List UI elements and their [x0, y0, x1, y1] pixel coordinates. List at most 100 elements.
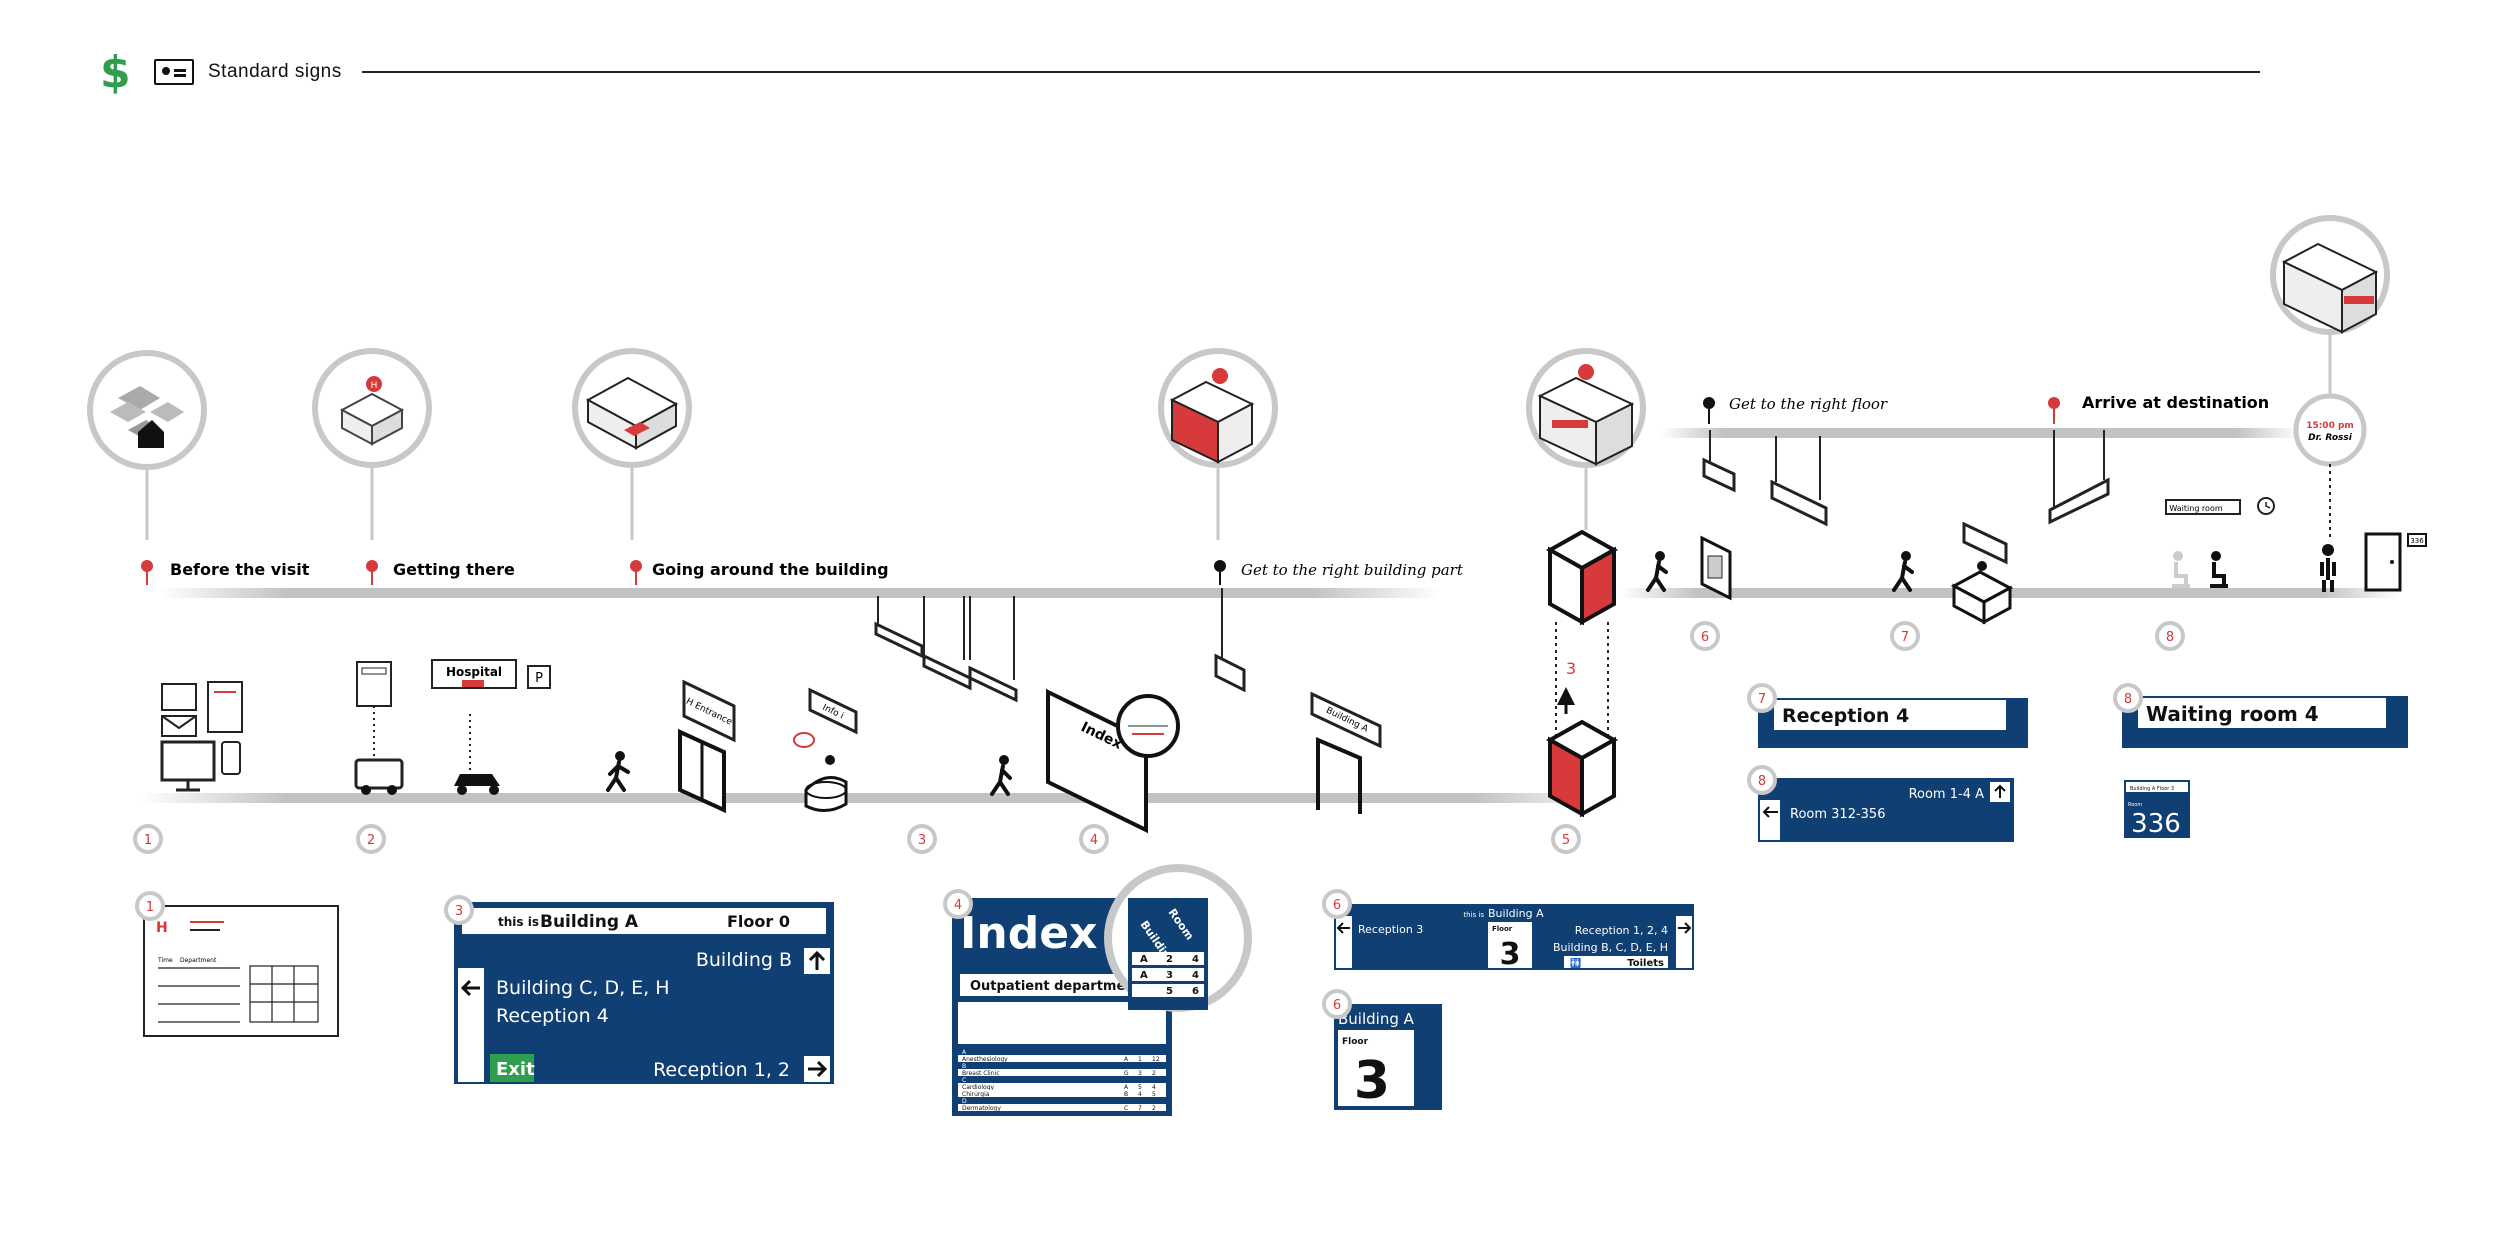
svg-text:8: 8: [2166, 630, 2174, 645]
sign-6b-floor-num: 3: [1354, 1051, 1390, 1111]
svg-text:7: 7: [1901, 630, 1909, 645]
step-before: Before the visit: [141, 560, 310, 585]
index-small-row: C: [958, 1076, 1166, 1084]
index-illustration: Index: [1046, 688, 1180, 834]
svg-text:3: 3: [1138, 1070, 1142, 1077]
page-header: $ Standard signs: [100, 47, 2260, 98]
sign-1-letter: H Time Department: [143, 905, 339, 1037]
hospital-sign-text: Hospital: [446, 665, 502, 679]
sign-1-col-time: Time: [157, 957, 173, 964]
sign-badge-4: 4: [943, 889, 973, 919]
sign-8b-text: Waiting room 4: [2146, 702, 2319, 726]
svg-text:2: 2: [367, 833, 375, 848]
svg-text:Anesthesiology: Anesthesiology: [962, 1056, 1008, 1063]
elevator-illustration: 3: [1545, 529, 1619, 818]
index-small-row: A: [958, 1048, 1166, 1056]
circle-getting: H: [312, 348, 432, 540]
svg-text:D: D: [962, 1098, 967, 1105]
svg-text:4: 4: [1152, 1084, 1156, 1091]
sign-icon: [154, 59, 194, 85]
svg-text:4: 4: [1192, 954, 1199, 965]
svg-text:A: A: [1124, 1084, 1129, 1091]
waiting-illustration: Waiting room 15:00 pm Dr. Rossi 336: [2048, 421, 2427, 592]
step-floor: Get to the right floor: [1703, 395, 1888, 424]
sign-8a-rooms: Room 1-4 A Room 312-356: [1758, 778, 2014, 842]
svg-text:Dermatology: Dermatology: [962, 1105, 1001, 1112]
svg-text:Breast Clinic: Breast Clinic: [962, 1070, 1000, 1077]
sign-badge-8: 8: [2113, 683, 2143, 713]
sign-4-index: Index Outpatient departments AAnesthesio…: [952, 864, 1252, 1116]
sign-badge-7: 7: [1747, 683, 1777, 713]
sign-6b-building: Building A: [1338, 1010, 1415, 1028]
svg-text:G: G: [1124, 1070, 1129, 1077]
svg-text:1: 1: [144, 833, 152, 848]
sign-8c-num: 336: [2131, 809, 2181, 839]
sign-3-dest-right: Reception 1, 2: [653, 1059, 790, 1081]
circle-floor: [1526, 348, 1646, 530]
step-around: Going around the building: [630, 560, 889, 585]
timeline-marker-4: 4: [1079, 824, 1109, 854]
sign-6a-this-is: this is: [1463, 911, 1484, 919]
circle-arrive: [2270, 215, 2390, 540]
sign-badge-8: 8: [1747, 765, 1777, 795]
appointment-time: 15:00 pm: [2306, 421, 2354, 431]
step-getting-label: Getting there: [393, 560, 515, 579]
timeline-marker-7: 7: [1890, 621, 1920, 651]
svg-text:7: 7: [1758, 692, 1766, 707]
sign-7-reception: Reception 4: [1758, 698, 2028, 748]
svg-text:6: 6: [1701, 630, 1709, 645]
sign-4-title: Index: [960, 908, 1097, 959]
svg-text:A: A: [1124, 1056, 1129, 1063]
sign-8b-waiting: Waiting room 4: [2122, 696, 2408, 748]
timeline-bands: [140, 428, 2400, 803]
svg-text:8: 8: [1758, 774, 1766, 789]
timeline-marker-5: 5: [1551, 824, 1581, 854]
svg-text:3: 3: [918, 833, 926, 848]
svg-text:4: 4: [1090, 833, 1098, 848]
sign-6a-floor: Reception 3 this is Building A Floor 3 R…: [1334, 904, 1694, 972]
svg-text:Cardiology: Cardiology: [962, 1084, 995, 1091]
svg-text:5: 5: [1562, 833, 1570, 848]
circle-part: [1158, 348, 1278, 540]
sign-6a-toilets: Toilets: [1627, 958, 1664, 969]
step-before-label: Before the visit: [170, 560, 310, 579]
parking-sign-text: P: [535, 671, 543, 686]
reception-desk-illustration: [1950, 521, 2014, 625]
sign-badges: 1 3 4 6 6 7 8 8: [135, 683, 2143, 1019]
sign-3-dest-b: Building B: [696, 949, 792, 971]
devices-illustration: [160, 681, 243, 792]
sign-6a-right1: Reception 1, 2, 4: [1575, 924, 1668, 937]
sign-8a-left: Room 312-356: [1790, 807, 1885, 822]
svg-text:3: 3: [455, 904, 463, 919]
svg-text:5: 5: [1166, 986, 1173, 997]
sign-8a-top: Room 1-4 A: [1909, 787, 1985, 802]
sign-3-exit: Exit: [496, 1059, 535, 1080]
timeline-marker-8: 8: [2155, 621, 2185, 651]
svg-text:B: B: [1124, 1091, 1128, 1098]
sign-8c-caption: Building A Floor 3: [2130, 786, 2174, 792]
sign-badge-6: 6: [1322, 989, 1352, 1019]
header-rule: [362, 71, 2260, 73]
svg-text:C: C: [962, 1077, 966, 1084]
svg-text:7: 7: [1138, 1105, 1142, 1112]
sign-1-logo: H: [156, 920, 168, 936]
sign-6a-floor-label: Floor: [1492, 925, 1513, 933]
sign-6a-right2: Building B, C, D, E, H: [1553, 941, 1668, 954]
building-a-illustration: Building A: [1214, 588, 1382, 814]
sign-6a-building: Building A: [1488, 907, 1544, 920]
index-small-row: B: [958, 1062, 1166, 1070]
timeline-marker-2: 2: [356, 824, 386, 854]
step-around-label: Going around the building: [652, 560, 889, 579]
room-small-text: 336: [2410, 537, 2424, 545]
svg-text:A: A: [1140, 954, 1148, 965]
page-title: Standard signs: [208, 61, 342, 82]
svg-text:6: 6: [1192, 986, 1199, 997]
sign-6a-left: Reception 3: [1358, 923, 1423, 936]
sign-1-col-dept: Department: [180, 957, 217, 964]
timeline-marker-6: 6: [1690, 621, 1720, 651]
svg-text:A: A: [962, 1049, 967, 1056]
